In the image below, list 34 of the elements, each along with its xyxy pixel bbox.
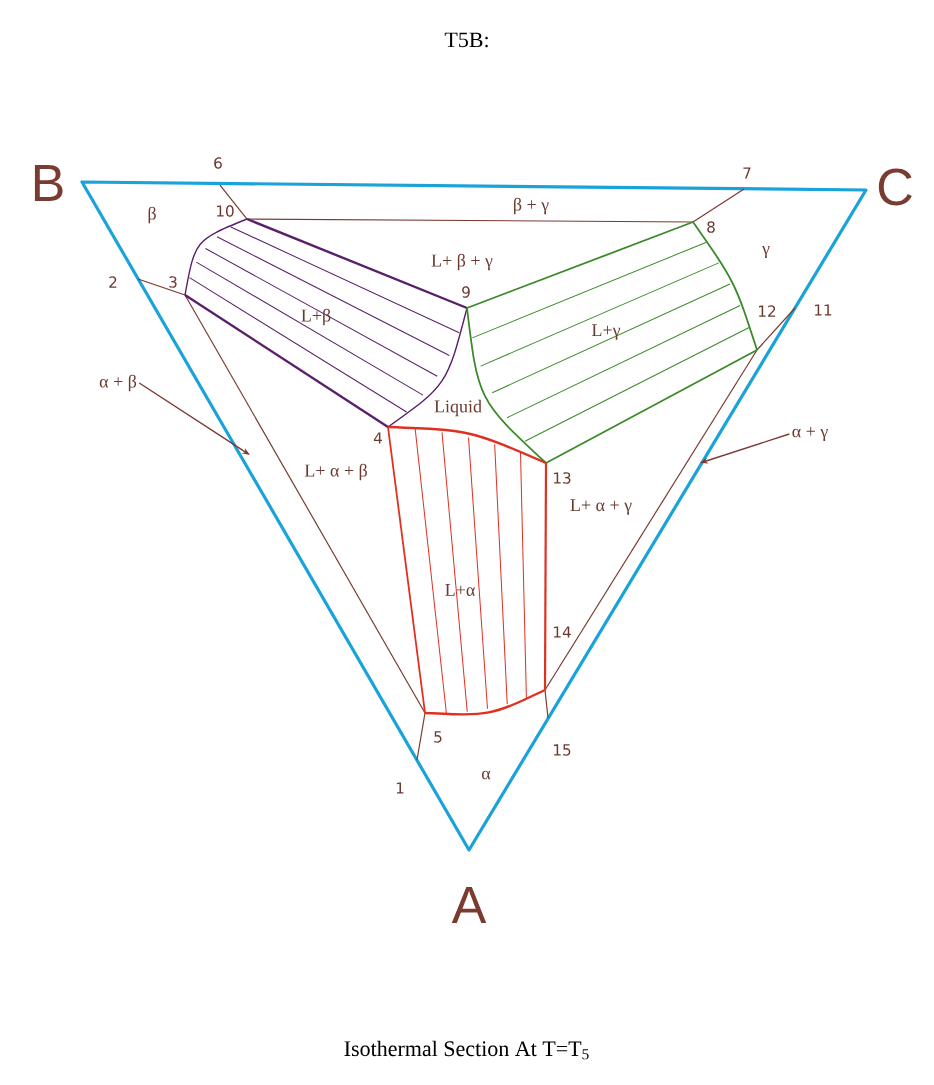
phase-label: Liquid [434, 399, 482, 417]
point-number: 8 [707, 221, 715, 233]
point-number: 7 [743, 167, 751, 179]
point-number: 13 [554, 472, 571, 484]
phase-label: L+β [301, 308, 331, 326]
corner-label: C [878, 168, 912, 206]
point-number: 10 [217, 205, 234, 217]
point-number: 6 [214, 157, 222, 169]
phase-label: β [148, 206, 156, 224]
point-number: 11 [815, 304, 832, 316]
leader-label: α + β [99, 374, 137, 392]
point-number: 9 [462, 286, 470, 298]
phase-label: L+α [445, 584, 475, 596]
caption: Isothermal Section At T=T$_{5}$ [344, 1040, 589, 1060]
corner-label: B [34, 165, 63, 201]
phase-label: L+ β + γ [431, 253, 493, 271]
leader-arrow [138, 382, 250, 455]
point-number: 5 [434, 731, 442, 743]
point-number: 3 [169, 276, 177, 288]
point-number: 15 [554, 744, 571, 756]
point-number: 4 [373, 432, 382, 444]
phase-label: β + γ [514, 197, 549, 215]
phase-label: L+γ [592, 324, 621, 340]
point-number: 14 [554, 626, 571, 638]
corner-label: A [451, 887, 487, 923]
point-number: 1 [396, 782, 404, 794]
leader-label: α + γ [792, 427, 828, 441]
phase-label: α [482, 770, 491, 780]
phase-label: γ [762, 245, 770, 259]
title: T5B: [444, 32, 488, 48]
phase-label: L+ α + β [304, 463, 367, 481]
point-number: 2 [109, 276, 117, 288]
point-number: 12 [759, 305, 776, 317]
phase-label: L+ α + γ [570, 499, 632, 515]
